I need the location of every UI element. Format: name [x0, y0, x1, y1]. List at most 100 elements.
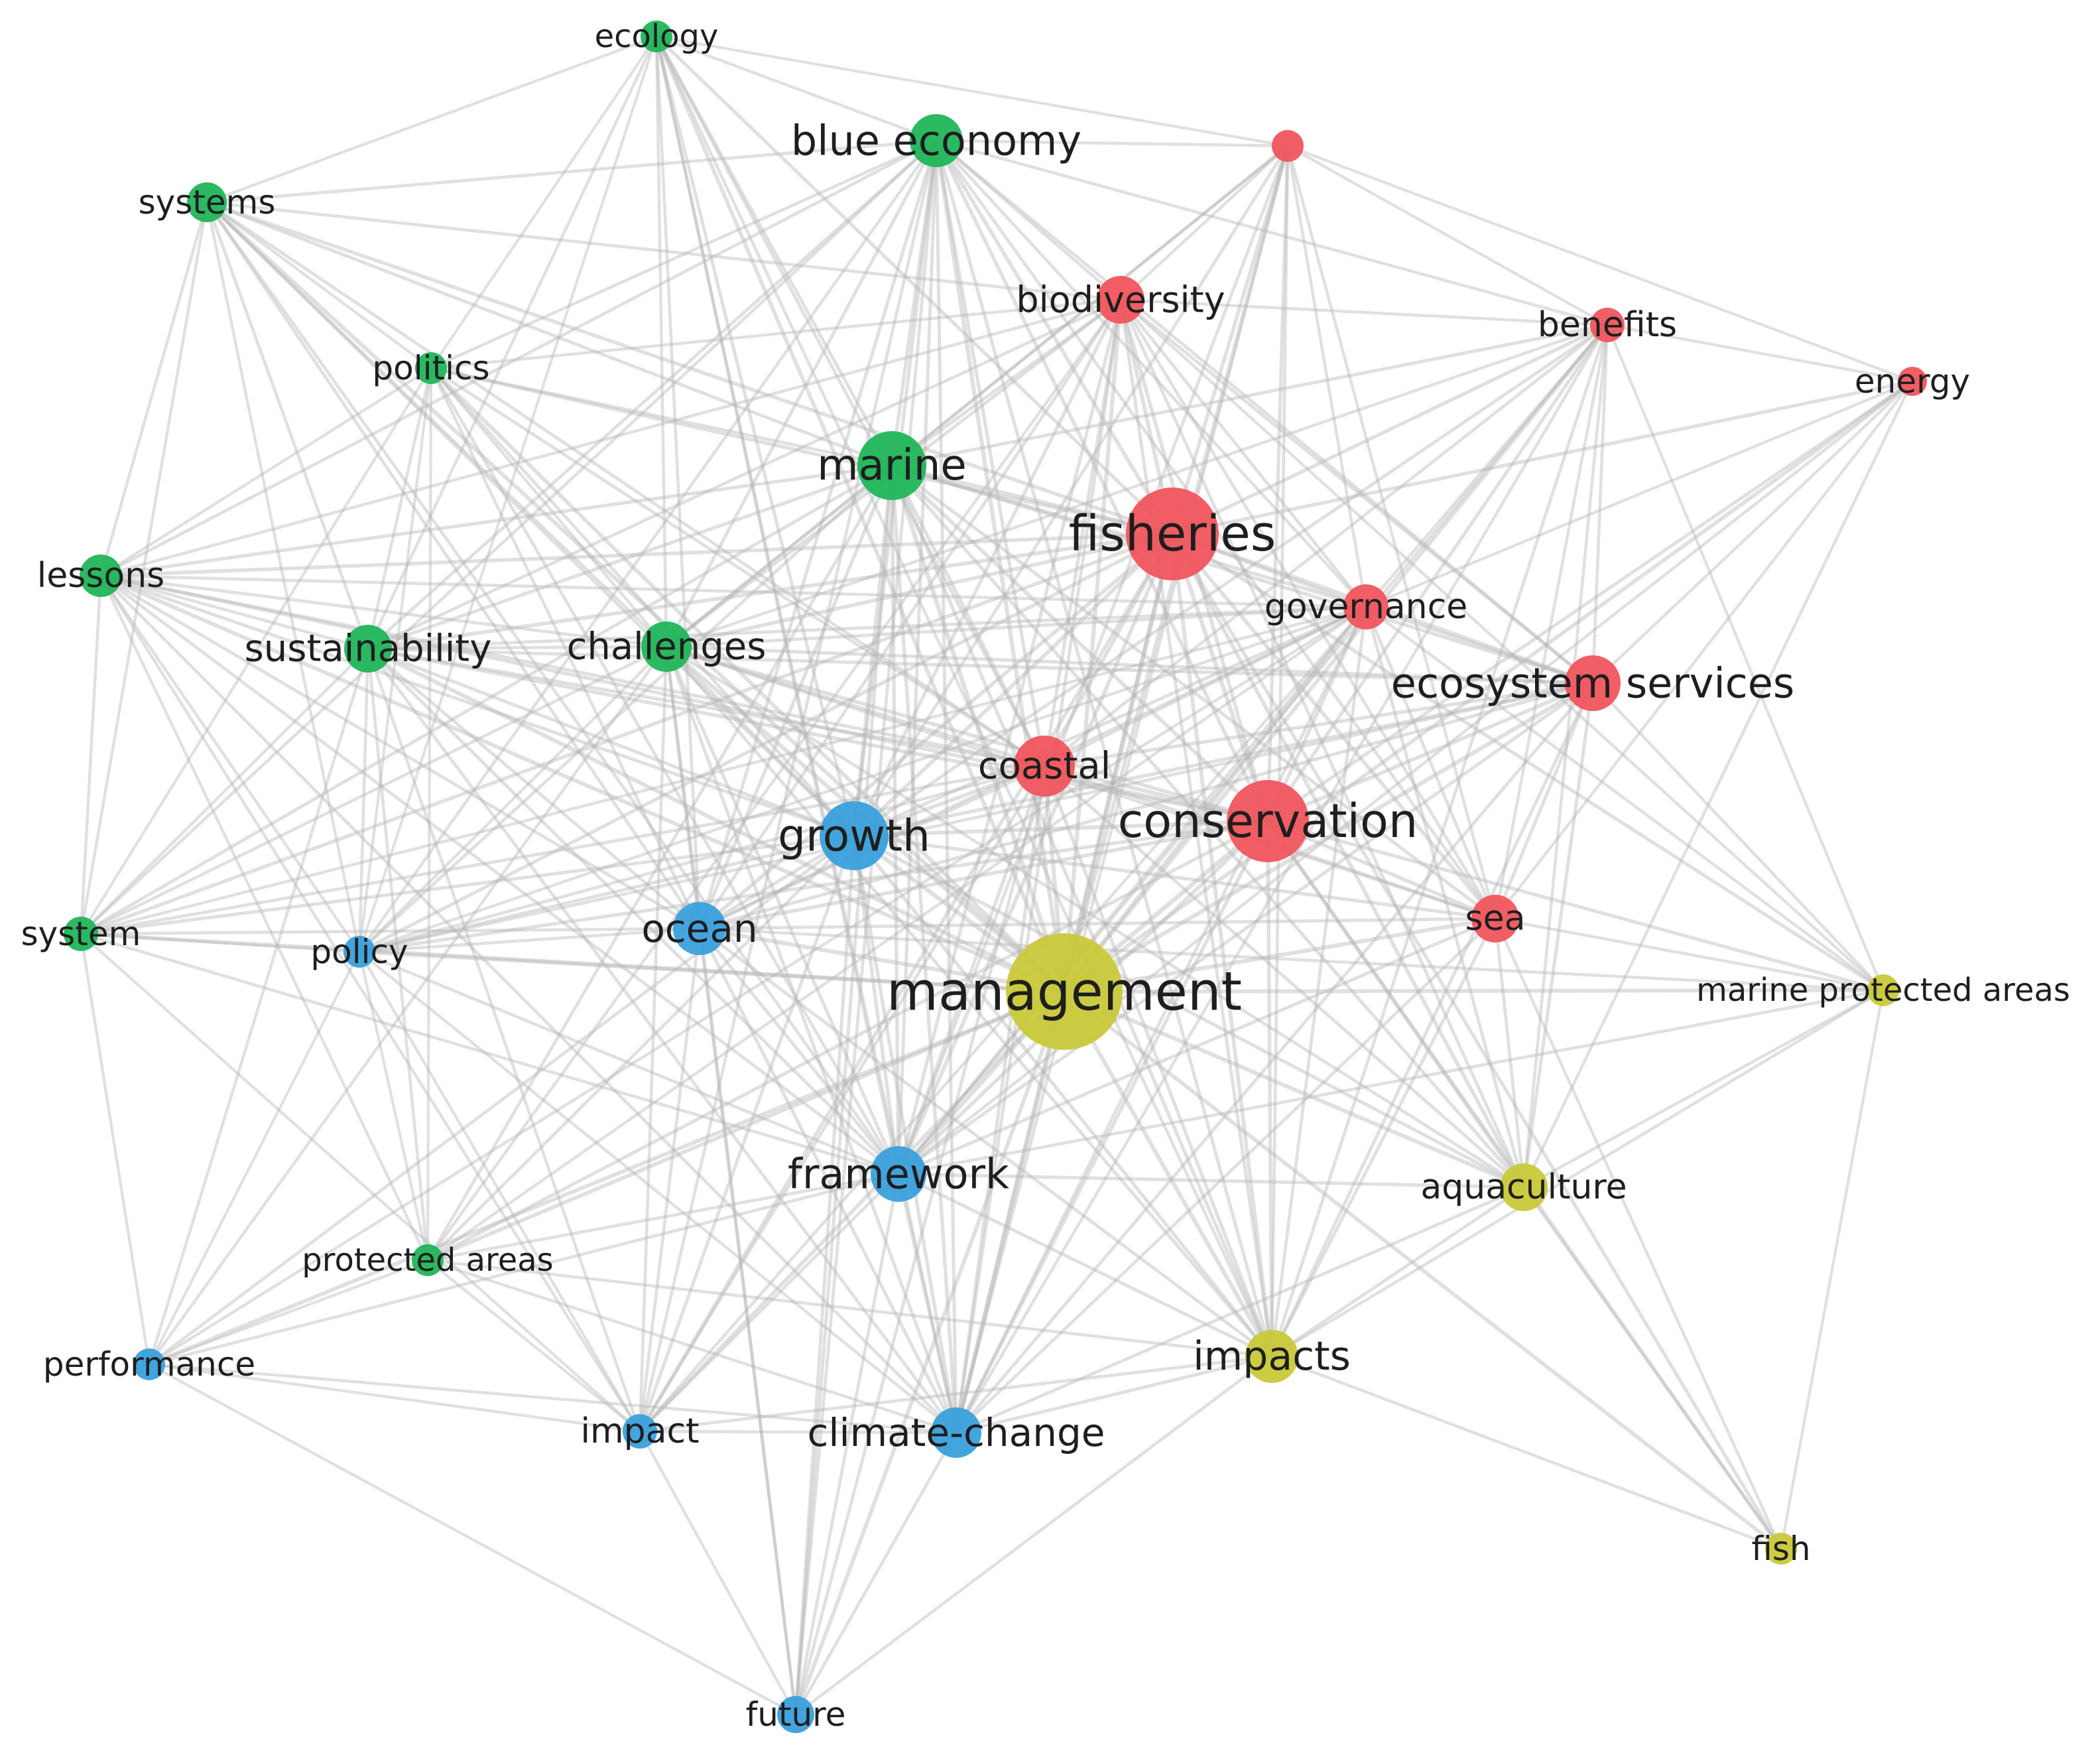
link-sea-aquaculture — [1493, 918, 1526, 1188]
node-impacts[interactable] — [1245, 1330, 1298, 1383]
link-governance-energy — [1365, 379, 1913, 609]
node-future[interactable] — [777, 1696, 814, 1733]
link-ecology-politics — [430, 35, 658, 369]
node-challenges[interactable] — [641, 621, 692, 672]
node-politics[interactable] — [415, 352, 447, 384]
node-policy[interactable] — [343, 936, 375, 968]
node-system[interactable] — [64, 917, 98, 951]
link-ocean-lessons — [99, 574, 701, 931]
link-coastal-politics — [430, 366, 1046, 768]
label-politics: politics — [372, 349, 489, 387]
link-growth-ecology — [654, 36, 856, 836]
link-coastal-impacts — [1042, 765, 1274, 1357]
link-management-biodiversity — [1062, 299, 1123, 992]
link-sea-climate_change — [955, 917, 1497, 1434]
node-fisheries[interactable] — [1126, 487, 1219, 580]
node-energy[interactable] — [1898, 367, 1927, 396]
link-ecology-policy — [358, 36, 658, 952]
node-performance[interactable] — [133, 1348, 165, 1380]
link-biodiversity-framework — [896, 299, 1123, 1175]
link-biodiversity-unlabeled_red — [1119, 145, 1289, 301]
node-governance[interactable] — [1343, 584, 1389, 629]
link-fisheries-fish — [1170, 533, 1783, 1550]
link-fisheries-marine_protected_areas — [1171, 532, 1884, 992]
link-sustainability-challenges — [367, 645, 667, 651]
link-fisheries-aquaculture — [1170, 533, 1526, 1189]
link-sustainability-climate_change — [367, 647, 957, 1434]
node-sustainability[interactable] — [344, 625, 392, 673]
node-systems[interactable] — [187, 182, 227, 222]
node-benefits[interactable] — [1590, 308, 1625, 342]
link-biodiversity-protected_areas — [426, 298, 1122, 1262]
link-impacts-marine_protected_areas — [1270, 989, 1884, 1358]
link-sustainability-protected_areas — [366, 648, 430, 1261]
node-management[interactable] — [1006, 933, 1123, 1050]
link-ocean-climate_change — [698, 927, 958, 1434]
link-conservation-policy — [359, 819, 1268, 954]
link-governance-biodiversity — [1119, 298, 1367, 608]
node-marine[interactable] — [857, 431, 926, 500]
link-systems-challenges — [206, 201, 668, 648]
link-conservation-marine_protected_areas — [1267, 819, 1884, 992]
link-blue_economy-impacts — [934, 140, 1274, 1357]
node-fish[interactable] — [1765, 1533, 1797, 1565]
node-ecosystem-services[interactable] — [1565, 655, 1621, 711]
link-unlabeled_red-climate_change — [954, 145, 1290, 1433]
link-ecology-sustainability — [366, 36, 658, 649]
link-management-sustainability — [367, 647, 1066, 994]
link-lessons-policy — [99, 574, 361, 953]
link-lessons-sustainability — [100, 574, 369, 651]
link-fisheries-ecology — [655, 35, 1174, 535]
node-aquaculture[interactable] — [1500, 1163, 1548, 1211]
link-governance-impact — [639, 606, 1367, 1433]
link-management-climate_change — [954, 991, 1067, 1433]
node-conservation[interactable] — [1227, 780, 1309, 862]
link-marine_protected_areas-fish — [1779, 990, 1885, 1549]
link-marine-aquaculture — [891, 464, 1525, 1189]
node-biodiversity[interactable] — [1097, 276, 1144, 324]
link-systems-politics — [206, 201, 432, 369]
label-future: future — [746, 1695, 846, 1734]
link-policy-framework — [359, 950, 899, 1176]
label-ecosystem-services: ecosystem services — [1391, 659, 1794, 708]
node-sea[interactable] — [1471, 895, 1519, 942]
link-challenges-impacts — [665, 645, 1273, 1358]
link-growth-ecosystem_services — [853, 681, 1593, 838]
link-marine-sustainability — [367, 464, 893, 651]
node-marine-protected-areas[interactable] — [1867, 974, 1899, 1006]
node-climate-change[interactable] — [931, 1407, 981, 1458]
node-ocean[interactable] — [673, 902, 726, 955]
node-protected-areas[interactable] — [412, 1244, 444, 1276]
node-lessons[interactable] — [80, 554, 122, 597]
link-marine-ecosystem_services — [891, 464, 1593, 685]
link-biodiversity-climate_change — [954, 299, 1123, 1433]
link-lessons-protected_areas — [99, 575, 429, 1261]
link-governance-lessons — [100, 574, 1367, 609]
node-blue-economy[interactable] — [910, 114, 963, 167]
link-governance-sustainability — [367, 605, 1367, 651]
link-ocean-marine — [698, 464, 894, 930]
link-management-aquaculture — [1063, 990, 1525, 1189]
link-governance-performance — [148, 606, 1367, 1366]
label-ocean: ocean — [641, 906, 757, 951]
link-climate_change-future — [794, 1431, 958, 1716]
node-ecology[interactable] — [641, 21, 672, 52]
label-benefits: benefits — [1538, 305, 1677, 345]
node-growth[interactable] — [820, 801, 889, 870]
link-biodiversity-systems — [206, 200, 1121, 302]
link-governance-protected_areas — [426, 606, 1367, 1262]
link-growth-policy — [359, 834, 855, 954]
link-coastal-ecosystem_services — [1044, 681, 1593, 768]
link-ocean-impacts — [698, 927, 1273, 1358]
link-growth-system — [80, 834, 855, 936]
link-management-energy — [1063, 379, 1914, 994]
node-impact[interactable] — [623, 1414, 657, 1449]
label-sea: sea — [1465, 899, 1526, 939]
label-performance: performance — [43, 1345, 255, 1384]
link-performance-future — [148, 1363, 797, 1716]
node-framework[interactable] — [871, 1146, 926, 1202]
link-governance-ecosystem_services — [1365, 605, 1593, 685]
node-coastal[interactable] — [1014, 736, 1075, 797]
node-unlabeled-red[interactable] — [1272, 130, 1304, 162]
link-management-lessons — [99, 574, 1066, 994]
